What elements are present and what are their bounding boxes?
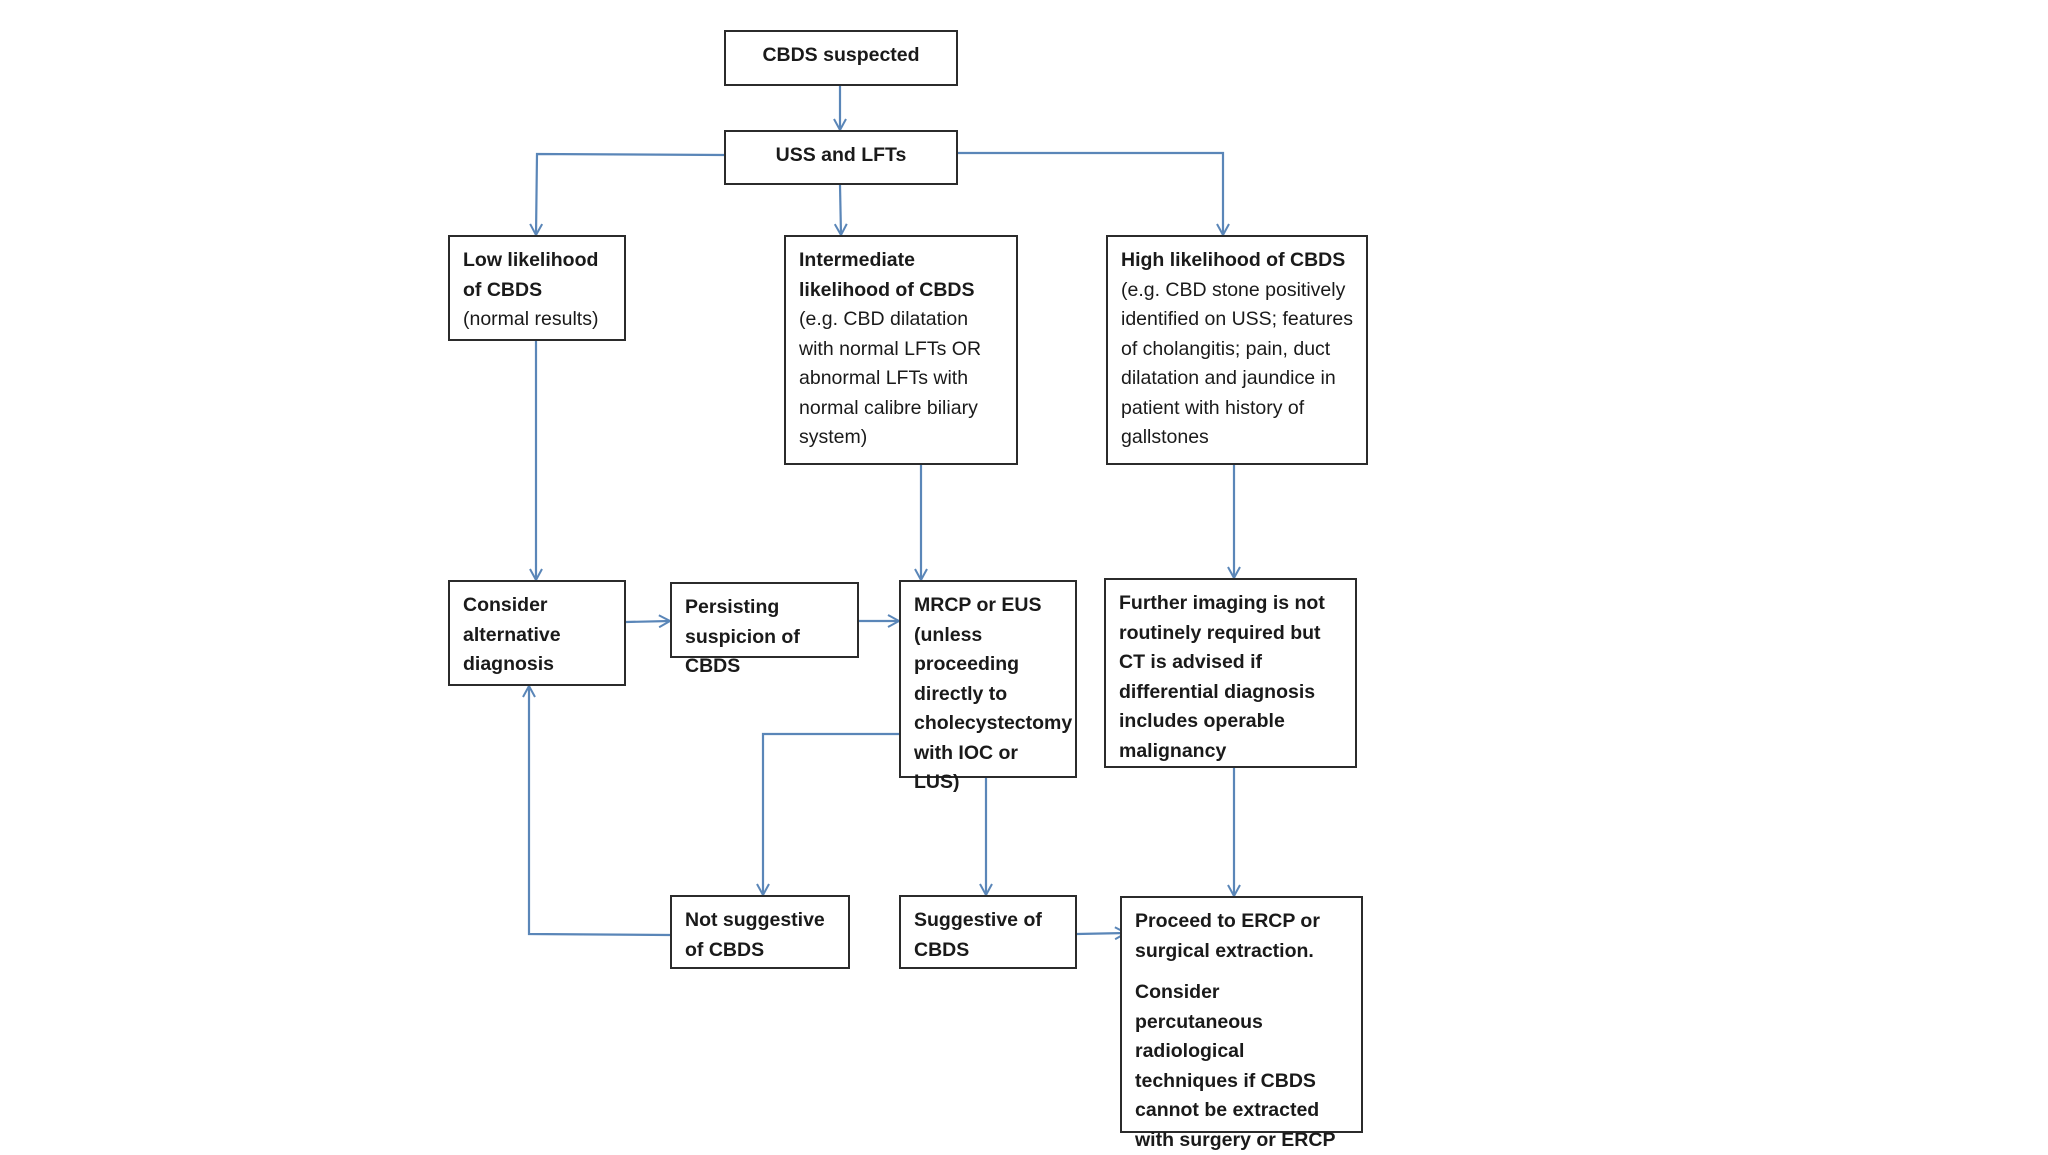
arrow-mrcp-to-not-suggestive	[763, 732, 899, 895]
node-low-likelihood: Low likelihood of CBDS (normal results)	[448, 235, 626, 341]
node-proceed-ercp: Proceed to ERCP or surgical extraction. …	[1120, 896, 1363, 1151]
node-persisting-suspicion-text: Persisting suspicion of CBDS	[685, 596, 800, 677]
node-uss-lfts: USS and LFTs	[724, 130, 958, 185]
node-mrcp-eus: MRCP or EUS (unless proceeding directly …	[899, 580, 1077, 793]
node-low-likelihood-title: Low likelihood of CBDS	[463, 249, 599, 301]
node-further-imaging: Further imaging is not routinely require…	[1104, 578, 1357, 768]
node-intermediate-likelihood-detail: (e.g. CBD dilatation with normal LFTs OR…	[799, 308, 982, 448]
node-further-imaging-text: Further imaging is not routinely require…	[1119, 592, 1325, 762]
node-high-likelihood-title: High likelihood of CBDS	[1121, 249, 1346, 271]
node-mrcp-eus-text: MRCP or EUS (unless proceeding directly …	[914, 594, 1073, 793]
node-high-likelihood: High likelihood of CBDS (e.g. CBD stone …	[1106, 235, 1368, 465]
node-cbds-suspected: CBDS suspected	[724, 30, 958, 86]
node-cbds-suspected-text: CBDS suspected	[762, 44, 920, 66]
node-not-suggestive-text: Not suggestive of CBDS	[685, 909, 825, 961]
arrow-uss-to-low	[536, 152, 726, 235]
arrow-alternative-to-persisting	[625, 621, 670, 622]
node-proceed-ercp-note: Consider percutaneous radiological techn…	[1135, 981, 1336, 1151]
node-low-likelihood-detail: (normal results)	[463, 308, 599, 330]
node-proceed-ercp-text: Proceed to ERCP or surgical extraction.	[1135, 910, 1320, 962]
node-intermediate-likelihood-title: Intermediate likelihood of CBDS	[799, 249, 975, 301]
node-persisting-suspicion: Persisting suspicion of CBDS	[670, 582, 859, 677]
node-not-suggestive: Not suggestive of CBDS	[670, 895, 850, 969]
node-consider-alternative: Consider alternative diagnosis	[448, 580, 626, 686]
node-uss-lfts-text: USS and LFTs	[775, 144, 907, 166]
node-suggestive-text: Suggestive of CBDS	[914, 909, 1042, 961]
arrow-uss-to-intermediate	[840, 184, 841, 235]
arrow-suggestive-to-proceed	[1076, 933, 1126, 934]
node-consider-alternative-text: Consider alternative diagnosis	[463, 594, 561, 675]
arrow-not-suggestive-to-alternative	[529, 686, 671, 937]
node-high-likelihood-detail: (e.g. CBD stone positively identified on…	[1121, 278, 1353, 449]
node-suggestive: Suggestive of CBDS	[899, 895, 1077, 969]
arrow-uss-to-high	[957, 151, 1223, 235]
node-intermediate-likelihood: Intermediate likelihood of CBDS (e.g. CB…	[784, 235, 1018, 465]
